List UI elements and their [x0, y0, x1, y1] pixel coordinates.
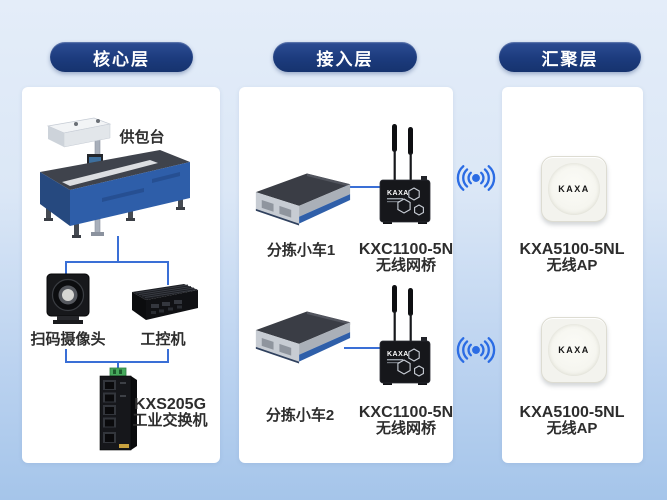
connector-from-camera — [65, 349, 67, 363]
connector-to-switch — [116, 361, 119, 372]
ap-1-radome-circle — [548, 163, 600, 215]
bridge-1-brand-text: KAXA — [387, 190, 409, 197]
wireless-bridge-2-image: KAXA — [379, 285, 431, 385]
panel-access-layer — [239, 87, 453, 463]
panel-aggregation-layer — [502, 87, 643, 463]
wireless-bridge-1-image: KAXA — [379, 124, 431, 224]
industrial-pc-label: 工控机 — [140, 331, 186, 348]
layer-pill-core: 核心层 — [50, 42, 193, 72]
barcode-camera-image — [46, 273, 90, 324]
sorting-cart-2-image — [255, 311, 351, 364]
wireless-ap-2-label: 无线AP — [546, 420, 598, 437]
wireless-bridge-1-label: 无线网桥 — [375, 257, 437, 274]
connector-branch-top — [65, 261, 169, 263]
industrial-switch-image — [99, 367, 137, 451]
ap-1-brand-text: KAXA — [558, 184, 590, 194]
wireless-signal-icon — [456, 337, 496, 363]
wireless-bridge-2-model: KXC1100-5N — [358, 404, 454, 421]
wireless-bridge-1-model: KXC1100-5N — [358, 241, 454, 258]
industrial-switch-label: 工业交换机 — [132, 412, 208, 429]
connector-feeder-down — [116, 236, 119, 263]
connector-cart2-bridge2 — [344, 347, 388, 349]
feeder-table-label: 供包台 — [119, 129, 165, 146]
ap-2-radome-circle — [548, 324, 600, 376]
industrial-pc-image — [132, 284, 198, 320]
wireless-signal-icon — [456, 165, 496, 191]
bridge-2-brand-text: KAXA — [387, 351, 409, 358]
layer-pill-access: 接入层 — [273, 42, 417, 72]
wireless-ap-2-model: KXA5100-5NL — [519, 404, 625, 421]
ap-2-brand-text: KAXA — [558, 345, 590, 355]
sorting-cart-1-image — [255, 173, 351, 226]
barcode-camera-label: 扫码摄像头 — [30, 331, 106, 348]
wireless-ap-1-image: KAXA — [541, 156, 607, 222]
wireless-ap-1-label: 无线AP — [546, 257, 598, 274]
wireless-bridge-2-label: 无线网桥 — [375, 420, 437, 437]
parcel-feeder-table-image — [40, 117, 190, 238]
connector-from-ipc — [166, 349, 169, 363]
connector-cart1-bridge1 — [344, 186, 388, 188]
industrial-switch-model: KXS205G — [133, 396, 207, 413]
sorting-cart-1-label: 分拣小车1 — [266, 242, 336, 259]
connector-to-ipc — [166, 261, 169, 285]
layer-pill-aggregation: 汇聚层 — [499, 42, 641, 72]
sorting-cart-2-label: 分拣小车2 — [265, 407, 335, 424]
wireless-ap-1-model: KXA5100-5NL — [519, 241, 625, 258]
connector-to-camera — [65, 261, 67, 276]
wireless-ap-2-image: KAXA — [541, 317, 607, 383]
